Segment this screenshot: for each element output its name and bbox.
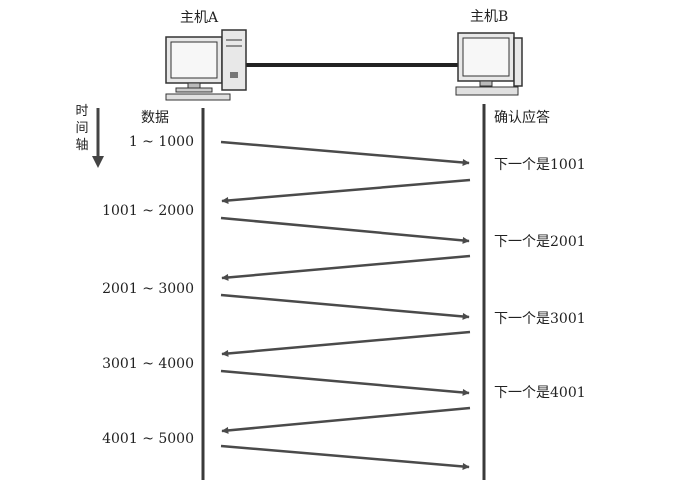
data-arrow-1	[220, 140, 470, 166]
time-axis-char-2: 间	[75, 121, 89, 136]
ack-arrow-1	[221, 178, 471, 204]
data-range-4: 3001 ~ 4000	[102, 356, 194, 372]
data-header: 数据	[141, 110, 169, 126]
ack-arrow-4	[221, 406, 471, 434]
ack-header: 确认应答	[494, 110, 550, 126]
data-arrow-5	[220, 444, 470, 470]
data-arrow-2	[220, 216, 470, 244]
time-axis-arrowhead	[92, 156, 104, 168]
time-axis-char-3: 轴	[75, 138, 89, 153]
data-arrow-3	[220, 293, 470, 320]
host-b-computer-icon	[455, 32, 523, 96]
ack-label-1: 下一个是1001	[494, 157, 586, 173]
ack-arrow-3	[221, 330, 471, 357]
data-range-2: 1001 ~ 2000	[102, 203, 194, 219]
host-a-computer-icon	[165, 29, 247, 101]
ack-label-2: 下一个是2001	[494, 234, 586, 250]
ack-label-4: 下一个是4001	[494, 385, 586, 401]
data-range-3: 2001 ~ 3000	[102, 281, 194, 297]
ack-arrow-2	[221, 254, 471, 281]
time-axis-char-1: 时	[75, 104, 89, 119]
data-arrow-4	[220, 369, 470, 396]
host-b-label: 主机B	[470, 9, 509, 25]
ack-label-3: 下一个是3001	[494, 311, 586, 327]
data-range-1: 1 ~ 1000	[128, 134, 194, 150]
data-range-5: 4001 ~ 5000	[102, 431, 194, 447]
host-a-label: 主机A	[180, 10, 219, 26]
